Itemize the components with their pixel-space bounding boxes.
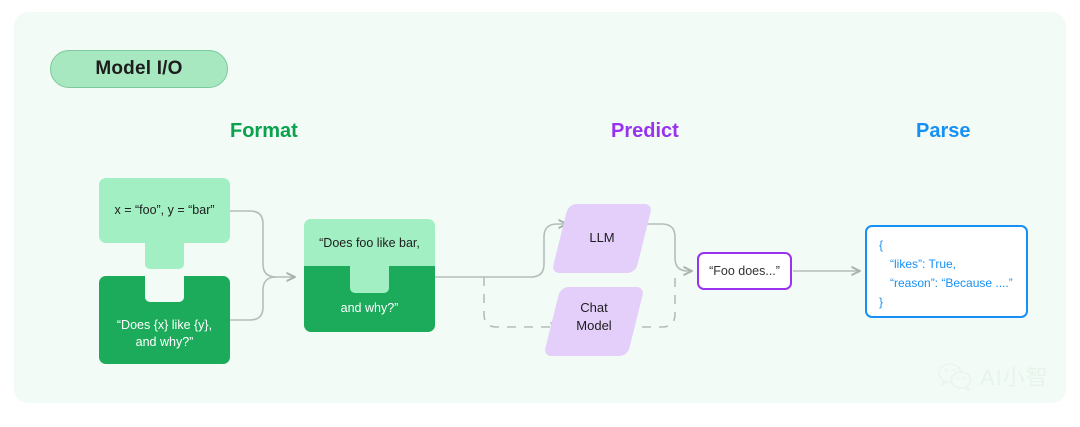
puzzle-piece-values-label: x = “foo”, y = “bar” (114, 203, 215, 217)
raw-output-text: “Foo does...” (709, 264, 780, 278)
puzzle-piece-merged-label-top: “Does foo like bar, (319, 236, 420, 250)
stage-heading-predict: Predict (611, 120, 679, 142)
parsed-output-box: { “likes”: True, “reason”: “Because ....… (865, 225, 1028, 318)
model-node-llm-label: LLM (589, 230, 615, 245)
puzzle-piece-template: “Does {x} like {y}, and why?” (99, 275, 230, 364)
raw-output-box: “Foo does...” (697, 252, 792, 290)
watermark-text: AI小智 (980, 365, 1049, 390)
model-node-chat-model-label: Chat Model (576, 300, 612, 333)
wechat-icon (938, 363, 972, 391)
title-badge: Model I/O (50, 50, 228, 88)
puzzle-piece-merged: “Does foo like bar, and why?” (304, 219, 435, 332)
json-line-open: { (879, 238, 884, 252)
json-line-likes: “likes”: True, (890, 257, 957, 271)
title-badge-label: Model I/O (95, 58, 183, 79)
stage-heading-parse: Parse (916, 120, 971, 142)
puzzle-piece-values-tab (145, 236, 184, 269)
puzzle-piece-merged-tab (350, 266, 389, 293)
puzzle-piece-values: x = “foo”, y = “bar” (99, 178, 230, 269)
stage-heading-format: Format (230, 120, 298, 142)
json-line-reason: “reason”: “Because ....” (890, 276, 1013, 290)
watermark: AI小智 (936, 360, 1049, 392)
diagram-panel: Model I/O Format Predict Parse (14, 12, 1066, 403)
puzzle-piece-merged-label-bottom: and why?” (340, 301, 399, 315)
puzzle-piece-template-notch (145, 275, 184, 302)
puzzle-piece-values-body (99, 178, 230, 243)
puzzle-piece-template-label: “Does {x} like {y}, and why?” (116, 318, 213, 349)
json-line-close: } (879, 295, 884, 309)
